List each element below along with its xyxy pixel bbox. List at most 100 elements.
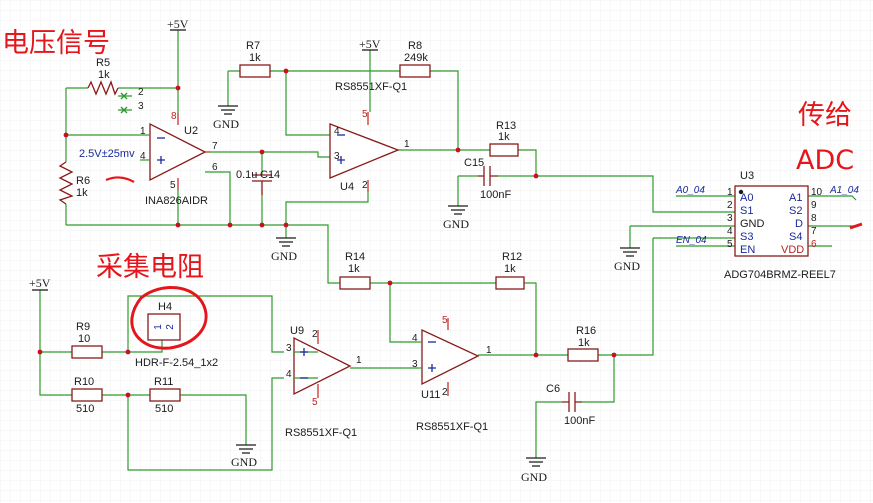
power-label: +5V: [29, 276, 51, 290]
u4-pin-2: 2: [362, 180, 368, 191]
u4-pin-4: 4: [334, 126, 340, 137]
u4-part: RS8551XF-Q1: [335, 81, 408, 93]
r5-value: 1k: [98, 69, 110, 81]
u4-ref: U4: [340, 181, 355, 193]
u3-pin-right: S2: [789, 205, 803, 217]
r8-body: [399, 64, 431, 78]
power-label: +5V: [167, 17, 189, 31]
u3-pin-right: S4: [789, 231, 803, 243]
u2-pin-3: 3: [138, 101, 144, 112]
r11-value: 510: [155, 403, 174, 415]
r16-value: 1k: [578, 337, 590, 349]
r9-value: 10: [78, 333, 91, 345]
ground-label: GND: [231, 455, 257, 469]
r11-body: [149, 388, 181, 402]
u9-pin-4: 4: [286, 369, 292, 380]
u11-ref: U11: [421, 389, 441, 401]
h4-header: [147, 313, 181, 341]
opamp-signs: [157, 134, 436, 379]
u3-pin-num: 7: [811, 226, 817, 237]
u3-pin-num: 2: [727, 200, 733, 211]
u3-pin-right: D: [795, 218, 803, 230]
power-label: +5V: [359, 37, 381, 51]
r11-ref: R11: [154, 376, 174, 388]
u3-pin-num: 5: [727, 239, 733, 250]
r10-body: [71, 388, 103, 402]
r13-ref: R13: [496, 120, 517, 132]
h4-part: HDR-F-2.54_1x2: [135, 357, 219, 369]
ground-label: GND: [443, 217, 469, 231]
u2-pin-1: 1: [140, 126, 146, 137]
u3-body: [734, 185, 809, 257]
r5-body: [87, 80, 119, 96]
u9-pin-3: 3: [286, 343, 292, 354]
u2-pin-4: 4: [140, 151, 146, 162]
annotation-tilde: [105, 176, 135, 183]
annotation-dash: [849, 222, 863, 230]
u3-pin-right: A1: [789, 192, 803, 204]
u2-ref: U2: [184, 125, 199, 137]
no-connect-marks: [120, 92, 128, 114]
c6-ref: C6: [546, 383, 561, 395]
wires: [39, 30, 858, 471]
r16-body: [567, 348, 599, 362]
c14-value: 0.1u: [236, 169, 258, 181]
r13-value: 1k: [498, 131, 510, 143]
u11-pin-5: 5: [442, 315, 448, 326]
u11-pin-3: 3: [412, 359, 418, 370]
u2-part: INA826AIDR: [145, 195, 208, 207]
c15-ref: C15: [464, 157, 485, 169]
r12-value: 1k: [504, 263, 516, 275]
u3-pin-left: S3: [740, 231, 754, 243]
capacitors: [252, 166, 582, 412]
u4-triangle: [329, 123, 400, 179]
u3-ref: U3: [740, 170, 755, 182]
u2-pin-6: 6: [212, 162, 218, 173]
u9-pin-1: 1: [356, 355, 362, 366]
power-symbols: [32, 29, 378, 291]
ground-label: GND: [271, 249, 297, 263]
r14-ref: R14: [345, 251, 366, 263]
u9-pin-5: 5: [312, 397, 318, 408]
u2-pin-2: 2: [138, 87, 144, 98]
r10-value: 510: [76, 403, 95, 415]
u11-triangle: [421, 328, 480, 386]
u3-pin-num: 8: [811, 213, 817, 224]
r7-ref: R7: [246, 40, 261, 52]
resistors: [71, 64, 599, 402]
r16-ref: R16: [576, 325, 597, 337]
c14-ref: C14: [260, 169, 281, 181]
r10-ref: R10: [74, 376, 95, 388]
u4-pin-5: 5: [362, 109, 368, 120]
r6-value: 1k: [76, 187, 88, 199]
u9-pin-2: 2: [312, 329, 318, 340]
u11-pin-1: 1: [486, 345, 492, 356]
u9-ref: U9: [290, 325, 305, 337]
u3-part: ADG704BRMZ-REEL7: [724, 269, 836, 281]
u3-pin-left: GND: [740, 218, 765, 230]
r6-body: [58, 161, 74, 205]
u3-pin-num: 9: [811, 200, 817, 211]
pin-stubs: [177, 112, 449, 398]
r14-value: 1k: [348, 263, 360, 275]
annotation-to: 传给: [798, 100, 852, 131]
ground-label: GND: [213, 117, 239, 131]
u9-part: RS8551XF-Q1: [285, 427, 358, 439]
annotation-circle: [130, 286, 208, 350]
junctions: [37, 68, 617, 398]
u3-pin-right: VDD: [781, 244, 805, 256]
annotation-adc: ADC: [796, 145, 855, 176]
u2-pin-5: 5: [170, 180, 176, 191]
r7-body: [239, 64, 271, 78]
signal-label: 2.5V±25mv: [79, 148, 135, 160]
u3-pin-num: 10: [811, 187, 823, 198]
r8-value: 249k: [404, 52, 428, 64]
ground-symbols: [218, 105, 640, 467]
r12-ref: R12: [502, 251, 523, 263]
r7-value: 1k: [249, 52, 261, 64]
u3-pin-num: 4: [727, 226, 733, 237]
u3-pin-num: 1: [727, 187, 733, 198]
u11-pin-2: 2: [442, 387, 448, 398]
net-label-en: EN_04: [676, 235, 707, 246]
